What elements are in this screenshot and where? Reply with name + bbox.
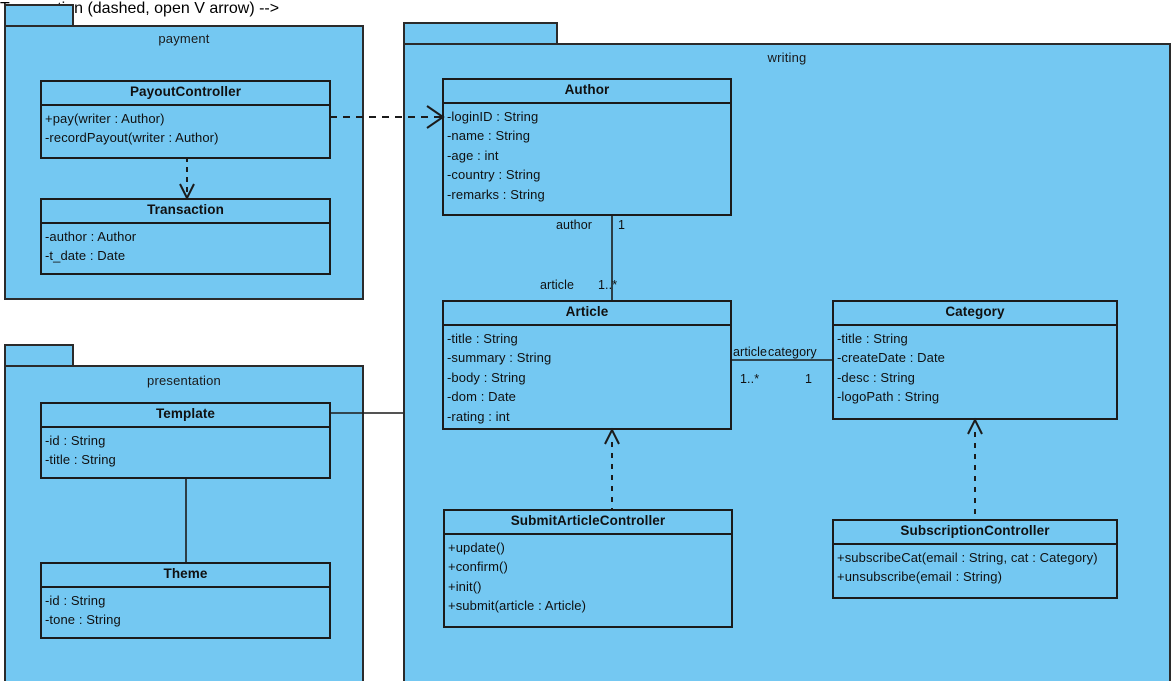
member: -summary : String <box>447 350 552 366</box>
class-name-payout-controller: PayoutController <box>42 82 329 106</box>
member: +unsubscribe(email : String) <box>837 569 1003 585</box>
class-members-submit-article-controller: +update() +confirm() +init() +submit(art… <box>445 535 731 626</box>
class-members-payout-controller: +pay(writer : Author) -recordPayout(writ… <box>42 106 329 157</box>
edge-label-author-multiplicity: 1 <box>618 218 626 232</box>
edge-label-category-multiplicity: 1 <box>805 372 813 386</box>
member: +confirm() <box>448 559 508 575</box>
member: -title : String <box>45 452 116 468</box>
member: +init() <box>448 578 482 594</box>
class-transaction[interactable]: Transaction -author : Author -t_date : D… <box>40 198 331 275</box>
package-presentation-label: presentation <box>147 373 221 388</box>
class-name-subscription-controller: SubscriptionController <box>834 521 1116 545</box>
class-name-author: Author <box>444 80 730 104</box>
member: -tone : String <box>45 612 121 628</box>
class-name-transaction: Transaction <box>42 200 329 224</box>
member: -rating : int <box>447 408 510 424</box>
member: -dom : Date <box>447 389 517 405</box>
edge-author-to-article <box>610 215 614 301</box>
member: -title : String <box>837 330 908 346</box>
class-article[interactable]: Article -title : String -summary : Strin… <box>442 300 732 430</box>
member: +submit(article : Article) <box>448 598 587 614</box>
package-payment-label: payment <box>158 31 210 46</box>
package-payment-tab <box>4 4 74 26</box>
member: +subscribeCat(email : String, cat : Cate… <box>837 549 1098 565</box>
class-members-template: -id : String -title : String <box>42 428 329 477</box>
class-theme[interactable]: Theme -id : String -tone : String <box>40 562 331 639</box>
member: -desc : String <box>837 369 915 385</box>
class-payout-controller[interactable]: PayoutController +pay(writer : Author) -… <box>40 80 331 159</box>
member: -age : int <box>447 147 499 163</box>
member: -id : String <box>45 592 106 608</box>
member: +pay(writer : Author) <box>45 110 165 126</box>
edge-label-article-multiplicity-right: 1..* <box>740 372 760 386</box>
edge-label-category-role: category <box>768 345 817 359</box>
class-name-template: Template <box>42 404 329 428</box>
edge-submitarticlecontroller-to-article <box>600 427 624 510</box>
edge-label-author-role: author <box>556 218 593 232</box>
package-writing-label: writing <box>767 50 807 65</box>
class-name-article: Article <box>444 302 730 326</box>
member: -createDate : Date <box>837 350 946 366</box>
member: +update() <box>448 539 505 555</box>
member: -author : Author <box>45 228 137 244</box>
member: -recordPayout(writer : Author) <box>45 130 219 146</box>
member: -id : String <box>45 432 106 448</box>
class-name-theme: Theme <box>42 564 329 588</box>
edge-label-article-multiplicity-top: 1..* <box>598 278 618 292</box>
member: -remarks : String <box>447 186 545 202</box>
member: -loginID : String <box>447 108 539 124</box>
edge-article-to-category <box>731 358 833 362</box>
member: -country : String <box>447 167 541 183</box>
member: -name : String <box>447 128 531 144</box>
edge-payout-to-author <box>330 105 445 129</box>
edge-payout-to-transaction <box>175 157 199 201</box>
member: -t_date : Date <box>45 248 126 264</box>
class-members-theme: -id : String -tone : String <box>42 588 329 637</box>
member: -logoPath : String <box>837 389 940 405</box>
member: -body : String <box>447 369 526 385</box>
class-members-article: -title : String -summary : String -body … <box>444 326 730 430</box>
class-name-category: Category <box>834 302 1116 326</box>
class-members-subscription-controller: +subscribeCat(email : String, cat : Cate… <box>834 545 1116 597</box>
class-name-submit-article-controller: SubmitArticleController <box>445 511 731 535</box>
package-presentation-tab <box>4 344 74 366</box>
class-members-category: -title : String -createDate : Date -desc… <box>834 326 1116 418</box>
class-members-author: -loginID : String -name : String -age : … <box>444 104 730 214</box>
class-members-transaction: -author : Author -t_date : Date <box>42 224 329 273</box>
member: -title : String <box>447 330 518 346</box>
edge-template-to-theme <box>184 478 188 563</box>
package-writing-tab <box>403 22 558 44</box>
class-author[interactable]: Author -loginID : String -name : String … <box>442 78 732 216</box>
edge-subscriptioncontroller-to-category <box>963 417 987 520</box>
class-category[interactable]: Category -title : String -createDate : D… <box>832 300 1118 420</box>
class-submit-article-controller[interactable]: SubmitArticleController +update() +confi… <box>443 509 733 628</box>
class-template[interactable]: Template -id : String -title : String <box>40 402 331 479</box>
edge-label-article-role-top: article <box>540 278 575 292</box>
class-subscription-controller[interactable]: SubscriptionController +subscribeCat(ema… <box>832 519 1118 599</box>
edge-label-article-role-right: article <box>733 345 768 359</box>
